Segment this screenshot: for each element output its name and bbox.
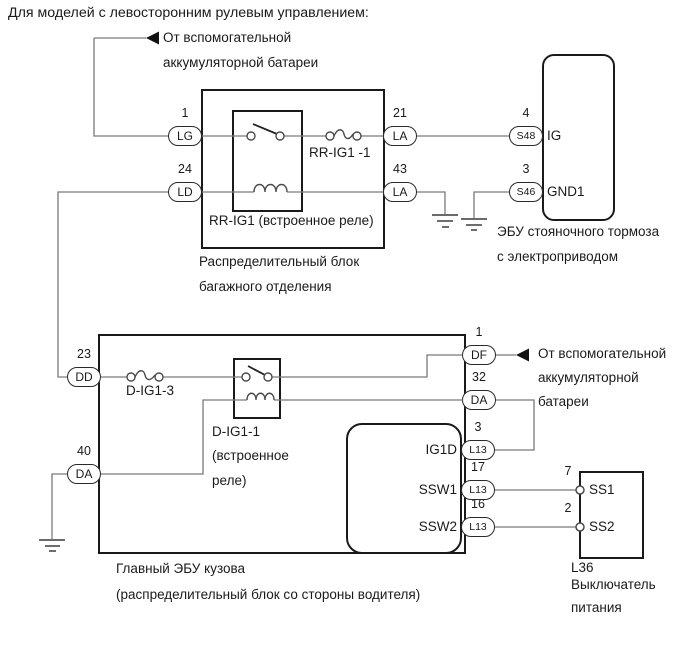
pin-number-s48: 4 (522, 106, 530, 120)
fuse-rr-ig1-1-element-icon (333, 129, 354, 140)
signal-ig-label: IG (547, 128, 562, 143)
luggage-block-name-line1: Распределительный блок (199, 254, 360, 269)
relay-rr-ig1-box (232, 110, 303, 212)
main-body-ecu-name-line1: Главный ЭБУ кузова (116, 561, 246, 576)
signal-ig1d-label: IG1D (425, 442, 457, 457)
pin-la-43: LA (383, 182, 417, 202)
parking-brake-ecu-name-line2: с электроприводом (497, 249, 618, 264)
ground-icon-la43 (432, 214, 458, 228)
relay-symbols (241, 123, 288, 401)
power-switch-name-line2: питания (571, 600, 622, 615)
wire-coil-row-bottom (101, 399, 462, 475)
relay-d-ig1-label-line2: (встроенное (212, 448, 289, 463)
relay-d-ig1-label-line3: реле) (212, 473, 247, 488)
wire-s46-to-ground (473, 191, 509, 218)
from-aux-battery-top-line1: От вспомогательной (163, 30, 292, 45)
fuse-d-ig1-3-terminal-right-icon (154, 372, 164, 382)
fuse-symbols (126, 129, 362, 382)
parking-brake-ecu-box (542, 54, 615, 221)
wires (51, 37, 576, 539)
pin-number-la-43: 43 (393, 162, 407, 176)
relay-d-ig1-label-line1: D-IG1-1 (212, 424, 261, 439)
relay-rr-ig1-label: RR-IG1 (встроенное реле) (209, 213, 374, 228)
pin-number-ss2: 2 (564, 501, 572, 515)
pin-number-ssw2: 16 (471, 497, 485, 511)
power-switch-box (579, 471, 644, 559)
pin-la-21: LA (383, 126, 417, 146)
pin-number-da-32: 32 (472, 370, 486, 384)
pin-df: DF (462, 345, 496, 365)
pin-number-ssw1: 17 (471, 460, 485, 474)
fuse-d-ig1-3-terminal-left-icon (126, 372, 136, 382)
relay-d-ig1-box (233, 358, 281, 419)
fuse-d-ig1-3-label: D-IG1-3 (126, 383, 175, 398)
luggage-room-junction-block-box (201, 89, 385, 249)
battery-arrow-top-icon (146, 31, 159, 45)
main-body-ecu-name-line2: (распределительный блок со стороны водит… (116, 587, 421, 602)
fuse-rr-ig1-1-terminal-right-icon (352, 131, 362, 141)
pin-dd: DD (67, 367, 101, 387)
ss1-terminal-icon (575, 485, 585, 495)
signal-ssw1-label: SSW1 (418, 482, 457, 497)
pin-number-la-21: 21 (393, 106, 407, 120)
relay-d-ig1-switch-contact-right-icon (263, 372, 273, 382)
pin-number-ss1: 7 (564, 464, 572, 478)
signal-ssw2-label: SSW2 (418, 519, 457, 534)
pin-l13-ssw2: L13 (461, 517, 495, 537)
ground-icon-da40 (39, 539, 65, 552)
pin-ld: LD (168, 182, 202, 202)
arrowheads (146, 31, 529, 362)
wire-battery-to-lg (93, 38, 168, 137)
relay-d-ig1-coil-icon (246, 392, 275, 401)
fuse-rr-ig1-1-label: RR-IG1 -1 (309, 145, 371, 160)
pin-number-lg: 1 (181, 106, 189, 120)
signal-ss1-label: SS1 (589, 482, 615, 497)
from-aux-battery-right-line2: аккумуляторной (538, 370, 639, 385)
ground-symbols (39, 214, 487, 552)
wire-ld-to-dd (57, 191, 168, 378)
relay-rr-ig1-coil-icon (253, 183, 288, 193)
wire-da32-to-ig1d (495, 399, 535, 451)
relay-rr-ig1-switch-contact-left-icon (246, 131, 256, 141)
pin-number-s46: 3 (522, 162, 530, 176)
ss2-terminal-icon (575, 522, 585, 532)
from-aux-battery-right-line1: От вспомогательной (538, 346, 667, 361)
pin-da-40: DA (67, 464, 101, 484)
pin-s46: S46 (509, 182, 543, 202)
battery-arrow-right-icon (516, 348, 529, 362)
pin-l13-ssw1: L13 (461, 480, 495, 500)
relay-rr-ig1-switch-blade-icon (252, 123, 278, 135)
ground-icon-s46 (461, 218, 487, 231)
signal-gnd1-label: GND1 (547, 184, 585, 199)
signal-ss2-label: SS2 (589, 519, 615, 534)
relay-rr-ig1-switch-contact-right-icon (275, 131, 285, 141)
pin-number-dd: 23 (77, 347, 91, 361)
parking-brake-ecu-name-line1: ЭБУ стояночного тормоза (497, 224, 660, 239)
pin-number-ig1d: 3 (474, 420, 482, 434)
luggage-block-name-line2: багажного отделения (199, 279, 332, 294)
pin-s48: S48 (509, 126, 543, 146)
wire-la43-to-ground (417, 191, 446, 214)
from-aux-battery-right-line3: батареи (538, 394, 589, 409)
relay-d-ig1-switch-contact-left-icon (241, 372, 251, 382)
pin-da-32: DA (462, 390, 496, 410)
wire-switch-to-df (272, 354, 462, 378)
pin-l13-ig1d: L13 (461, 440, 495, 460)
pin-number-df: 1 (475, 325, 483, 339)
pin-lg: LG (168, 126, 202, 146)
diagram-title: Для моделей с левосторонним рулевым упра… (8, 5, 369, 21)
from-aux-battery-top-line2: аккумуляторной батареи (163, 55, 319, 70)
pin-number-ld: 24 (178, 162, 192, 176)
power-switch-name-line1: Выключатель (571, 577, 656, 592)
relay-d-ig1-switch-blade-icon (247, 365, 266, 376)
pin-number-da-40: 40 (77, 444, 91, 458)
wire-da40-to-ground (51, 473, 67, 539)
switch-terminals (575, 485, 585, 532)
fuse-d-ig1-3-element-icon (134, 370, 156, 381)
power-switch-code-label: L36 (571, 560, 594, 575)
fuse-rr-ig1-1-terminal-left-icon (325, 131, 335, 141)
